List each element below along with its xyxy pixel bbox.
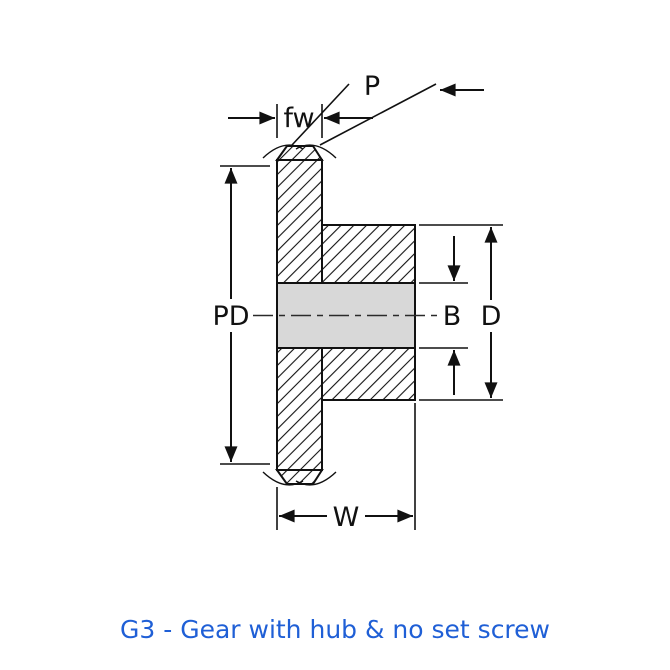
bottom-tooth	[275, 469, 324, 485]
pitch-label: P	[364, 71, 380, 102]
dimension-bore: B	[419, 236, 468, 395]
dimension-hub-diameter: D	[419, 224, 506, 401]
dimension-width: W	[276, 403, 416, 533]
width-label: W	[333, 502, 360, 533]
pitch-diameter-label-mask	[210, 299, 252, 332]
bore-label: B	[443, 301, 462, 332]
width-label-mask	[327, 501, 365, 531]
dimension-pitch-diameter: PD	[210, 165, 270, 465]
top-tooth	[275, 145, 324, 161]
face-width-label: fw	[283, 103, 314, 134]
dimension-face-width: fw	[228, 103, 373, 138]
pitch-diameter-label: PD	[212, 301, 249, 332]
top-tooth-arc-right	[295, 144, 337, 159]
hub-diameter-label-mask	[476, 300, 506, 332]
dimension-pitch: P	[291, 71, 484, 146]
diagram-caption: G3 - Gear with hub & no set screw	[120, 615, 550, 644]
pitch-extension-left	[291, 83, 350, 146]
gear-cross-section	[253, 144, 443, 486]
pitch-extension-right	[319, 83, 437, 146]
bottom-tooth-arc-right	[295, 471, 337, 486]
hub-diameter-label: D	[481, 301, 502, 332]
